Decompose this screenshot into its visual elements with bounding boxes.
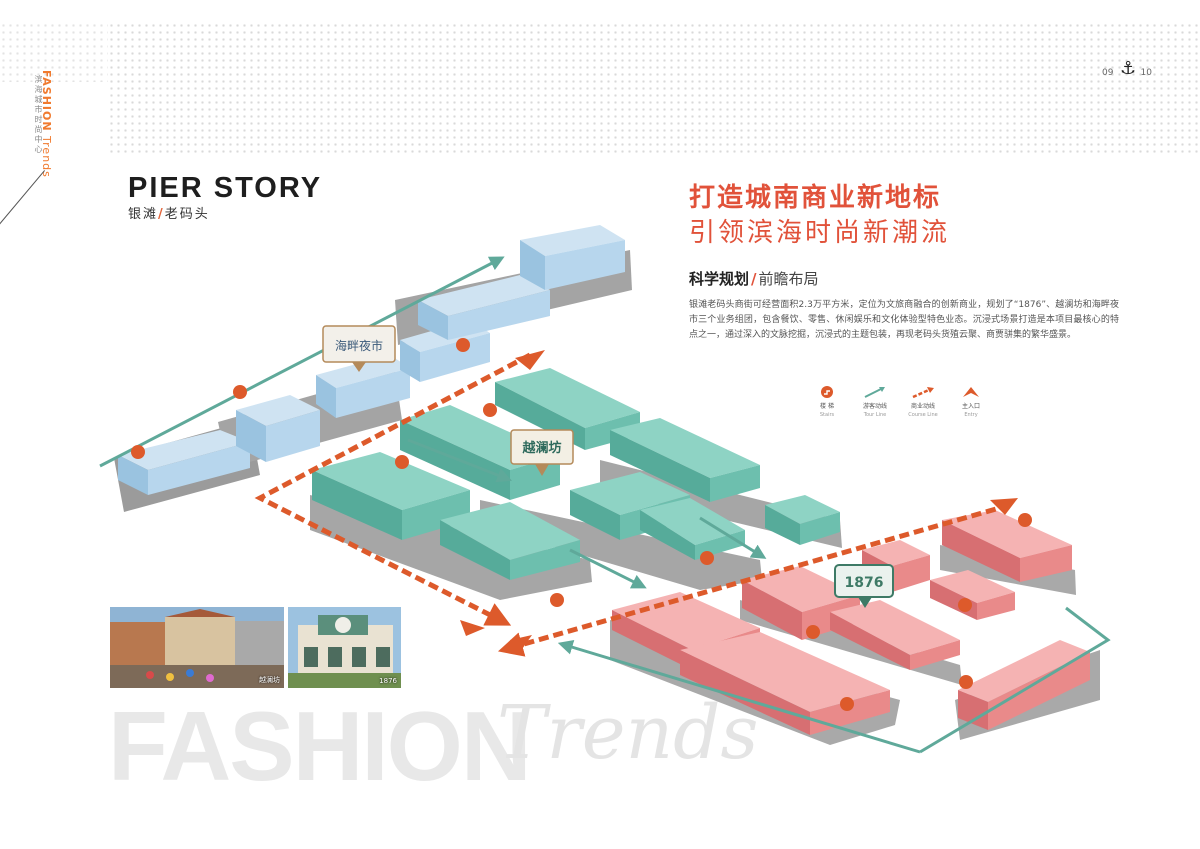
photo-caption: 1876	[379, 677, 397, 685]
headline-line1: 打造城南商业新地标	[689, 183, 942, 213]
stairs-marker-icon	[806, 625, 820, 639]
course-route-teal	[254, 352, 532, 626]
entry-arrow-icon	[990, 498, 1018, 515]
body-paragraph: 银滩老码头商街可经营面积2.3万平方米，定位为文旅商融合的创新商业，规划了“18…	[689, 300, 1119, 340]
legend-item: 主入口 Entry	[951, 385, 991, 419]
photo-street-scene: 越澜坊	[110, 607, 284, 688]
tour-route-teal-2	[569, 548, 647, 589]
tour-route-red-2	[557, 639, 921, 754]
headline-line2: 引领滨海时尚新潮流	[689, 218, 951, 248]
legend-en: Course Line	[908, 412, 938, 418]
course-line-icon	[912, 387, 934, 399]
zone-label-text: 越澜坊	[521, 440, 561, 456]
sidebar-subtitle: 滨海城市时尚中心	[34, 75, 43, 155]
legend-item: 楼 梯 Stairs	[807, 385, 847, 419]
stairs-marker-icon	[958, 598, 972, 612]
stairs-marker-icon	[131, 445, 145, 459]
watermark-fashion: FASHION	[108, 691, 532, 801]
legend-item: 商业动线 Course Line	[903, 385, 943, 419]
legend-en: Tour Line	[863, 412, 887, 418]
entry-arrow-icon	[460, 620, 485, 636]
stairs-marker-icon	[959, 675, 973, 689]
tour-route-teal-1	[407, 438, 512, 483]
zone-label-text: 海畔夜市	[335, 338, 383, 353]
subhead-b: 前瞻布局	[758, 270, 819, 288]
tour-routes	[99, 256, 1111, 754]
tour-route-teal-3	[699, 516, 767, 559]
page-number: 09 ⚓ 10	[1102, 55, 1152, 91]
legend-zh: 楼 梯	[820, 403, 834, 410]
stairs-marker-icon	[550, 593, 564, 607]
street-scene-illustration	[110, 607, 284, 688]
zone-label-yuelanfang: 越澜坊	[510, 429, 574, 476]
anchor-icon: ⚓	[1120, 58, 1137, 79]
stairs-marker-icon	[840, 697, 854, 711]
zone-blue-buildings	[114, 225, 632, 512]
building-illustration	[288, 607, 401, 688]
logo-sub: 银滩/老码头	[128, 207, 210, 222]
legend-en: Entry	[964, 412, 978, 418]
legend-zh: 商业动线	[910, 403, 935, 410]
stairs-marker-icon	[700, 551, 714, 565]
stairs-markers	[131, 338, 1032, 711]
zone-red-buildings	[610, 510, 1100, 745]
legend-zh: 游客动线	[862, 403, 887, 410]
logo-sub-a: 银滩	[128, 207, 159, 222]
photo-building: 1876	[288, 607, 401, 688]
course-routes	[254, 350, 1018, 657]
sidebar-brand-suffix: Trends	[40, 136, 53, 178]
logo-main: PIER STORY	[128, 172, 323, 204]
stairs-marker-icon	[483, 403, 497, 417]
pier-story-logo: PIER STORY 银滩/老码头	[128, 172, 322, 222]
stairs-marker-icon	[233, 385, 247, 399]
tour-route-red-loop	[919, 606, 1111, 754]
entry-arrow-icon	[510, 635, 532, 652]
photo-caption: 越澜坊	[259, 676, 280, 684]
tour-route-blue	[99, 256, 505, 468]
watermark-trends: Trends	[497, 690, 759, 776]
entry-arrow-icon	[515, 350, 545, 370]
stairs-marker-icon	[821, 386, 833, 398]
logo-sub-b: 老码头	[164, 207, 210, 222]
stairs-marker-icon	[395, 455, 409, 469]
zone-label-text: 1876	[845, 575, 884, 591]
legend-zh: 主入口	[961, 403, 980, 410]
entry-arrow-icon	[963, 387, 979, 397]
zone-label-night-market: 海畔夜市	[322, 325, 396, 372]
dotted-corner	[0, 22, 108, 82]
dotted-header-band	[108, 22, 1200, 157]
legend-item: 游客动线 Tour Line	[855, 385, 895, 419]
sidebar-brand-word: FASHION	[40, 70, 53, 132]
tour-line-icon	[864, 387, 885, 398]
course-route-red	[497, 502, 1011, 657]
zone-label-1876: 1876	[834, 564, 894, 608]
subhead-a: 科学规划	[689, 270, 750, 288]
map-legend: 楼 梯 Stairs 游客动线 Tour Line 商业动线 Course Li…	[807, 385, 991, 419]
page-right-number: 10	[1140, 68, 1152, 78]
section-subhead: 科学规划/前瞻布局	[689, 270, 819, 288]
zone-teal-buildings	[310, 368, 842, 600]
sidebar-brand: FASHION Trends	[40, 70, 53, 178]
stairs-marker-icon	[456, 338, 470, 352]
legend-en: Stairs	[819, 412, 835, 418]
stairs-marker-icon	[1018, 513, 1032, 527]
page-left-number: 09	[1102, 68, 1114, 78]
